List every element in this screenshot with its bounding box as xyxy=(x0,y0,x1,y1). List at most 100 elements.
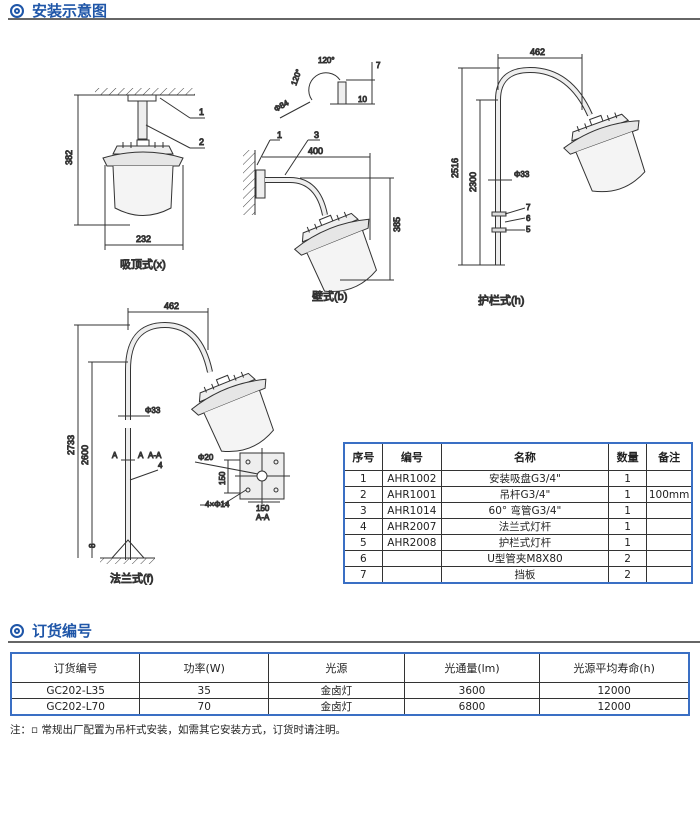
bolt-label: 4×Φ14 xyxy=(205,500,230,509)
column-header: 序号 xyxy=(343,442,383,471)
column-header: 光源 xyxy=(268,652,405,683)
table-cell: 5 xyxy=(343,534,383,551)
table-cell xyxy=(646,534,693,551)
table-cell: 2 xyxy=(607,566,648,584)
dim-label: 382 xyxy=(64,150,74,165)
table-cell: 3600 xyxy=(403,682,541,699)
table-cell: 6800 xyxy=(403,698,541,716)
wall-mount-drawing: 400 385 1 3 壁式(b) xyxy=(243,130,403,304)
pipe-label: Φ33 xyxy=(514,170,530,179)
table-cell: 1 xyxy=(607,486,648,503)
table-cell xyxy=(646,470,693,487)
column-header: 功率(W) xyxy=(139,652,270,683)
callout-label: 4 xyxy=(158,461,163,470)
table-cell: 安装吸盘G3/4" xyxy=(440,470,609,487)
table-cell: AHR2008 xyxy=(381,534,442,551)
table-cell: 吊杆G3/4" xyxy=(440,486,609,503)
table-cell: 金卤灯 xyxy=(268,698,405,716)
hole-label: Φ20 xyxy=(198,453,214,462)
dim-label: 2516 xyxy=(450,158,460,178)
dim-label: 2300 xyxy=(468,172,478,192)
table-cell: 1 xyxy=(607,502,648,519)
table-cell: 2 xyxy=(343,486,383,503)
table-cell: AHR1002 xyxy=(381,470,442,487)
ceiling-mount-drawing: 382 232 1 2 吸顶式(x) xyxy=(64,88,205,272)
column-header: 订货编号 xyxy=(10,652,141,683)
callout-label: 1 xyxy=(199,107,204,117)
angle-label: 120° xyxy=(289,68,303,87)
dim-label: 2733 xyxy=(66,435,76,455)
table-cell: 60° 弯管G3/4" xyxy=(440,502,609,519)
table-header-row: 序号 编号 名称 数量 备注 xyxy=(343,442,693,471)
table-cell: 1 xyxy=(607,470,648,487)
table-cell xyxy=(381,566,442,584)
drawing-caption: 壁式(b) xyxy=(312,289,347,303)
table-cell: 法兰式灯杆 xyxy=(440,518,609,535)
callout-label: 1 xyxy=(277,130,282,140)
table-cell: 4 xyxy=(343,518,383,535)
column-header: 名称 xyxy=(440,442,609,471)
dim-label: 400 xyxy=(308,146,323,156)
table-cell: AHR1014 xyxy=(381,502,442,519)
callout-label: 7 xyxy=(526,203,531,212)
table-cell: 2 xyxy=(607,550,648,567)
drawing-caption: 法兰式(f) xyxy=(110,571,153,585)
divider xyxy=(8,641,700,643)
column-header: 光源平均寿命(h) xyxy=(539,652,690,683)
table-cell xyxy=(381,550,442,567)
table-cell xyxy=(646,566,693,584)
section-label: A-A xyxy=(148,451,162,460)
dim-label: 150 xyxy=(218,471,227,485)
dim-label: 7 xyxy=(376,61,381,70)
column-header: 备注 xyxy=(646,442,693,471)
table-cell: 70 xyxy=(139,698,270,716)
bullet-ring-icon xyxy=(10,3,24,18)
section-title-text: 安装示意图 xyxy=(32,2,108,20)
table-cell: GC202-L35 xyxy=(10,682,141,699)
drawing-caption: 护栏式(h) xyxy=(478,293,524,307)
section-mark: A xyxy=(138,451,144,460)
table-cell: 7 xyxy=(343,566,383,584)
table-header-row: 订货编号 功率(W) 光源 光通量(lm) 光源平均寿命(h) xyxy=(10,652,690,683)
table-cell: 1 xyxy=(607,534,648,551)
table-cell: 挡板 xyxy=(440,566,609,584)
table-cell: 3 xyxy=(343,502,383,519)
divider xyxy=(8,18,700,20)
dim-label: 462 xyxy=(164,301,179,311)
diameter-label: Φ84 xyxy=(273,98,291,114)
section-label: A-A xyxy=(256,513,270,522)
table-cell: 护栏式灯杆 xyxy=(440,534,609,551)
table-cell xyxy=(646,550,693,567)
order-table: 订货编号 功率(W) 光源 光通量(lm) 光源平均寿命(h) GC202-L3… xyxy=(10,652,690,716)
pipe-label: Φ33 xyxy=(145,406,161,415)
dim-label: 232 xyxy=(136,234,151,244)
section-title-text: 订货编号 xyxy=(32,622,93,640)
table-cell xyxy=(646,502,693,519)
drawing-caption: 吸顶式(x) xyxy=(120,258,166,271)
table-cell: 1 xyxy=(607,518,648,535)
table-cell: AHR2007 xyxy=(381,518,442,535)
table-cell: GC202-L70 xyxy=(10,698,141,716)
table-cell: 100mm xyxy=(646,486,693,503)
installation-drawings: 382 232 1 2 吸顶式(x) 120° 120° Φ84 7 10 40… xyxy=(64,47,660,586)
bracket-detail-drawing: 120° 120° Φ84 7 10 xyxy=(272,56,382,119)
table-cell: 1 xyxy=(343,470,383,487)
table-cell: 金卤灯 xyxy=(268,682,405,699)
callout-label: 5 xyxy=(526,225,531,234)
column-header: 编号 xyxy=(381,442,442,471)
angle-label: 120° xyxy=(318,56,335,65)
section-title-install: 安装示意图 xyxy=(10,0,107,21)
order-note: 注：▫ 常规出厂配置为吊杆式安装，如需其它安装方式，订货时请注明。 xyxy=(10,724,346,736)
bullet-ring-icon xyxy=(10,623,24,638)
callout-label: 6 xyxy=(526,214,531,223)
table-cell: U型管夹M8X80 xyxy=(440,550,609,567)
dim-label: 8 xyxy=(88,543,97,548)
